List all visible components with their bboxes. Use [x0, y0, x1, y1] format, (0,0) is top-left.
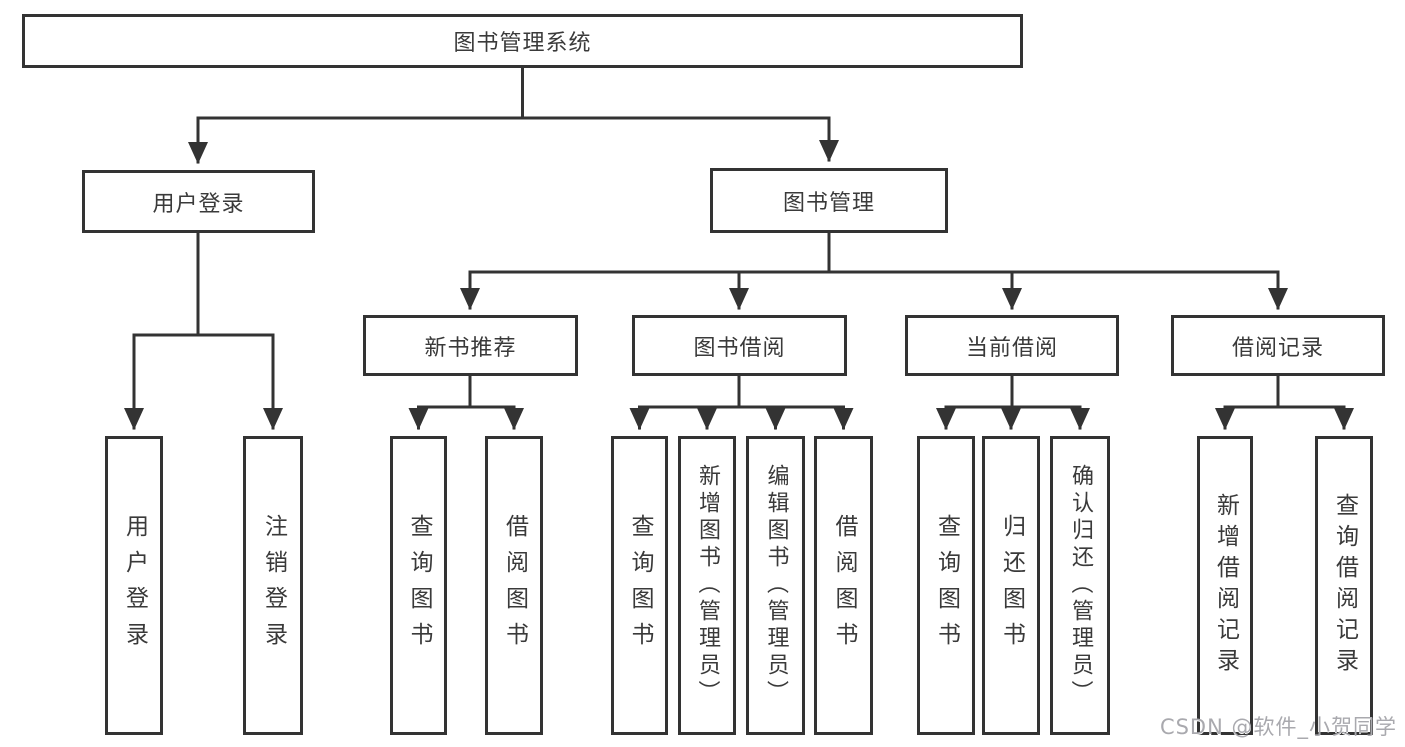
csdn-watermark: CSDN @软件_小贺同学: [1159, 715, 1397, 739]
leaf-label: 借阅图书: [501, 513, 528, 658]
leaf-borrow-book: 借阅图书: [814, 436, 873, 735]
leaf-return-book: 归还图书: [982, 436, 1040, 735]
node-new-book-recommend: 新书推荐: [363, 315, 578, 376]
leaf-query-borrow-record: 查询借阅记录: [1315, 436, 1373, 735]
leaf-label: 用户登录: [121, 513, 148, 658]
node-root: 图书管理系统: [22, 14, 1023, 68]
leaf-query-book-borrow: 查询图书: [611, 436, 668, 735]
node-current-borrow: 当前借阅: [905, 315, 1119, 376]
leaf-label: 新增借阅记录: [1212, 492, 1239, 679]
node-borrow-records: 借阅记录: [1171, 315, 1385, 376]
leaf-label: 注销登录: [260, 513, 287, 658]
leaf-label: 查询图书: [627, 513, 653, 658]
leaf-add-borrow-record: 新增借阅记录: [1197, 436, 1253, 735]
leaf-label: 借阅图书: [831, 513, 857, 658]
leaf-edit-book-admin: 编辑图书（管理员）: [746, 436, 805, 735]
leaf-user-login: 用户登录: [105, 436, 163, 735]
leaf-label: 查询图书: [933, 513, 960, 658]
leaf-label: 查询图书: [406, 513, 432, 658]
leaf-query-book-current: 查询图书: [917, 436, 975, 735]
leaf-add-book-admin: 新增图书（管理员）: [678, 436, 736, 735]
leaf-label: 归还图书: [998, 513, 1025, 658]
node-user-login: 用户登录: [82, 170, 315, 233]
node-book-borrow: 图书借阅: [632, 315, 847, 376]
leaf-label: 查询借阅记录: [1331, 492, 1358, 679]
leaf-label: 新增图书（管理员）: [695, 463, 720, 708]
leaf-label: 确认归还（管理员）: [1068, 463, 1093, 708]
leaf-query-book-recommend: 查询图书: [390, 436, 447, 735]
leaf-label: 编辑图书（管理员）: [763, 463, 789, 708]
leaf-borrow-book-recommend: 借阅图书: [485, 436, 543, 735]
node-book-management: 图书管理: [710, 168, 948, 233]
leaf-logout-login: 注销登录: [243, 436, 303, 735]
leaf-confirm-return-admin: 确认归还（管理员）: [1050, 436, 1110, 735]
